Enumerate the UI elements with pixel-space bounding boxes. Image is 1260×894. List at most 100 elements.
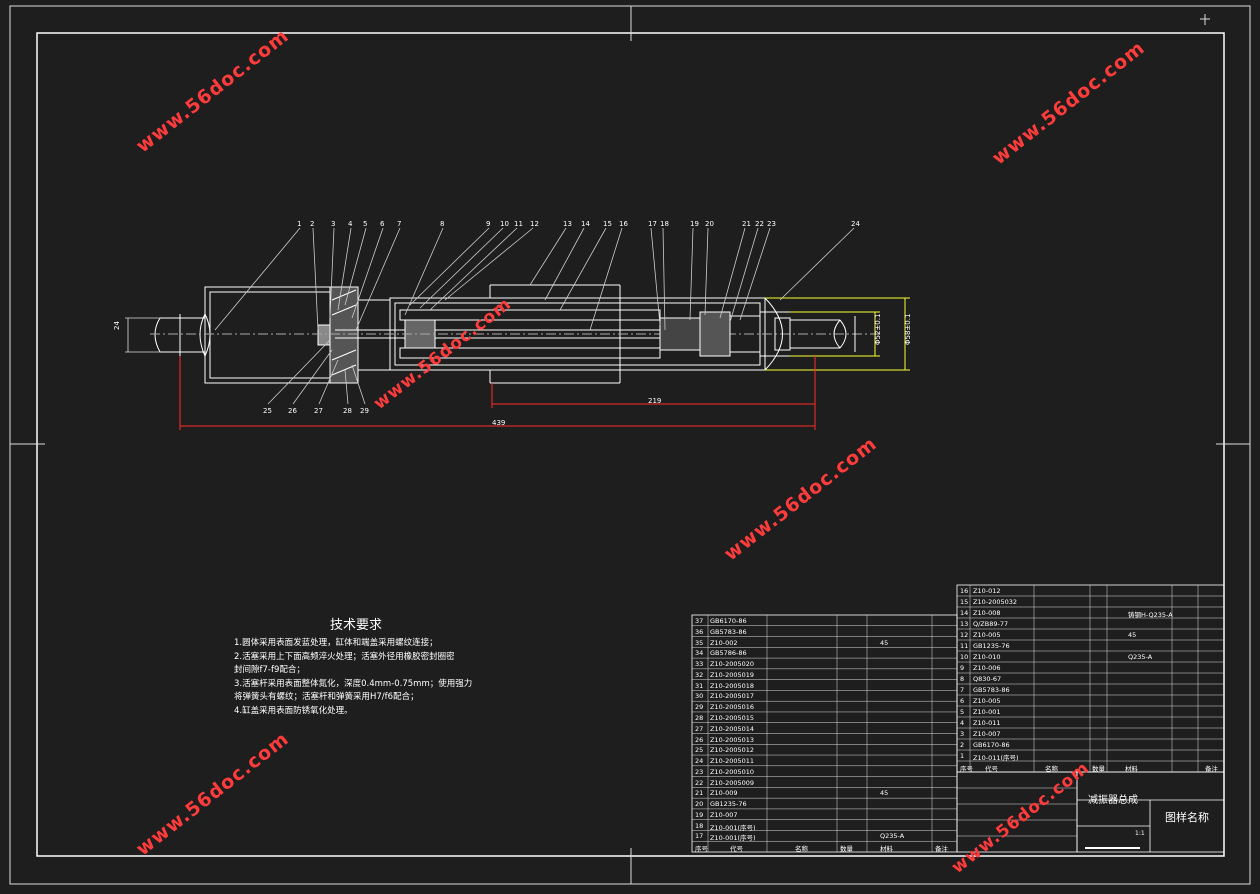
bom-cell: Z10-007 xyxy=(973,730,1001,738)
leader-line xyxy=(409,227,490,306)
bom-cell: 26 xyxy=(695,735,704,744)
bom-cell: Q235-A xyxy=(880,832,905,841)
leader-line xyxy=(351,227,384,319)
bom-cell: 31 xyxy=(695,681,704,690)
bom-cell: Z10-2005013 xyxy=(710,735,755,744)
bom-cell: 12 xyxy=(960,631,969,639)
bom-cell: Z10-012 xyxy=(973,587,1001,595)
bom-cell: GB1235-76 xyxy=(973,642,1010,650)
leader-line xyxy=(650,227,661,326)
bom-cell: GB6170-86 xyxy=(710,617,747,625)
tech-requirement-line: 4.缸盖采用表面防锈氧化处理。 xyxy=(234,706,353,716)
bom-cell: Z10-010 xyxy=(973,653,1001,661)
bom-cell: 33 xyxy=(695,660,704,669)
part-number-label: 10 xyxy=(500,220,509,228)
leader-line xyxy=(355,227,401,331)
part-number-label: 28 xyxy=(343,407,352,415)
bom-cell: 14 xyxy=(960,609,969,617)
leader-line xyxy=(729,227,759,323)
bom-cell: 35 xyxy=(695,638,704,647)
bom-cell: 20 xyxy=(695,800,704,809)
part-number-label: 19 xyxy=(690,220,699,228)
bom-cell: 2 xyxy=(960,741,965,749)
part-number-label: 17 xyxy=(648,220,657,228)
tech-requirement-line: 1.圆体采用表面发蓝处理，缸体和端盖采用螺纹连接； xyxy=(234,638,438,648)
dim-right-diameter-1: Φ58±0.1 xyxy=(904,313,912,345)
leader-line xyxy=(529,227,567,286)
part-number-label: 8 xyxy=(440,220,444,228)
bom-cell: GB1235-76 xyxy=(710,800,747,809)
part-number-label: 18 xyxy=(660,220,669,228)
bom-cell: 45 xyxy=(880,638,889,647)
bom-cell: 5 xyxy=(960,708,965,716)
bom-cell: GB5783-86 xyxy=(973,686,1010,694)
bom-cell: 备注 xyxy=(1205,765,1218,773)
leader-line xyxy=(344,369,349,405)
part-number-label: 13 xyxy=(563,220,572,228)
leader-line xyxy=(704,227,709,316)
bom-cell: Q235-A xyxy=(1128,653,1153,661)
bom-cell: 34 xyxy=(695,649,704,658)
bom-cell: GB6170-86 xyxy=(973,741,1010,749)
bom-cell: Z10-008 xyxy=(973,609,1001,617)
bom-cell: 45 xyxy=(1128,631,1137,639)
bom-cell: Z10-011 xyxy=(973,719,1001,727)
bom-cell: 29 xyxy=(695,703,704,712)
leader-line xyxy=(267,339,331,405)
leader-line xyxy=(337,227,352,311)
leader-line xyxy=(662,227,666,331)
bom-cell: 27 xyxy=(695,724,704,733)
part-number-label: 21 xyxy=(742,220,751,228)
leader-line xyxy=(351,364,366,405)
bom-cell: 7 xyxy=(960,686,965,694)
bom-cell: Z10-009 xyxy=(710,789,738,798)
part-number-label: 9 xyxy=(486,220,490,228)
leader-line xyxy=(318,359,339,405)
bom-cell: 22 xyxy=(695,778,704,787)
dim-length-short: 219 xyxy=(648,397,662,405)
bom-cell: 备注 xyxy=(935,845,948,854)
dim-right-diameter-2: Φ52±0.1 xyxy=(874,313,882,345)
leader-line xyxy=(214,227,301,331)
part-number-label: 25 xyxy=(263,407,272,415)
bom-cell: 28 xyxy=(695,713,704,722)
bom-cell: 24 xyxy=(695,757,704,766)
bom-cell: 18 xyxy=(695,821,704,830)
bom-cell: GB5786-86 xyxy=(710,649,747,658)
part-number-label: 2 xyxy=(310,220,314,228)
bom-cell: Z10-002 xyxy=(710,638,738,647)
bom-cell: 数量 xyxy=(1092,765,1105,773)
bom-cell: Z10-2005018 xyxy=(710,681,755,690)
leader-line xyxy=(689,227,694,321)
part-number-label: 22 xyxy=(755,220,764,228)
part-number-label: 12 xyxy=(530,220,539,228)
part-number-label: 11 xyxy=(514,220,523,228)
part-number-label: 3 xyxy=(331,220,335,228)
bom-cell: 1 xyxy=(960,752,965,760)
bom-cell: Z10-001(序号) xyxy=(710,834,756,843)
part-number-label: 6 xyxy=(380,220,385,228)
bom-cell: Z10-007 xyxy=(710,810,738,819)
assembly-name: 减振器总成 xyxy=(1088,795,1138,806)
bom-cell: Z10-001(序号) xyxy=(710,823,756,832)
leader-line xyxy=(719,227,746,319)
bom-cell: 序号 xyxy=(960,765,973,773)
bom-cell: Z10-2005032 xyxy=(973,598,1018,606)
bom-cell: Q830-67 xyxy=(973,675,1002,683)
bom-cell: Z10-006 xyxy=(973,664,1001,672)
leader-line xyxy=(559,227,607,311)
part-number-label: 4 xyxy=(348,220,353,228)
bom-cell: 4 xyxy=(960,719,965,727)
bom-cell: 代号 xyxy=(730,845,743,854)
bom-cell: 9 xyxy=(960,664,965,672)
bom-cell: Z10-2005019 xyxy=(710,670,755,679)
leader-line xyxy=(329,227,335,319)
bom-cell: 序号 xyxy=(695,845,708,854)
bom-cell: Q/ZB89-77 xyxy=(973,620,1009,628)
bom-cell: 3 xyxy=(960,730,965,738)
tech-requirement-line: 将弹簧头有螺纹；活塞杆和弹簧采用H7/f6配合； xyxy=(234,692,419,702)
bom-cell: Z10-2005012 xyxy=(710,746,755,755)
leader-line xyxy=(419,227,504,309)
